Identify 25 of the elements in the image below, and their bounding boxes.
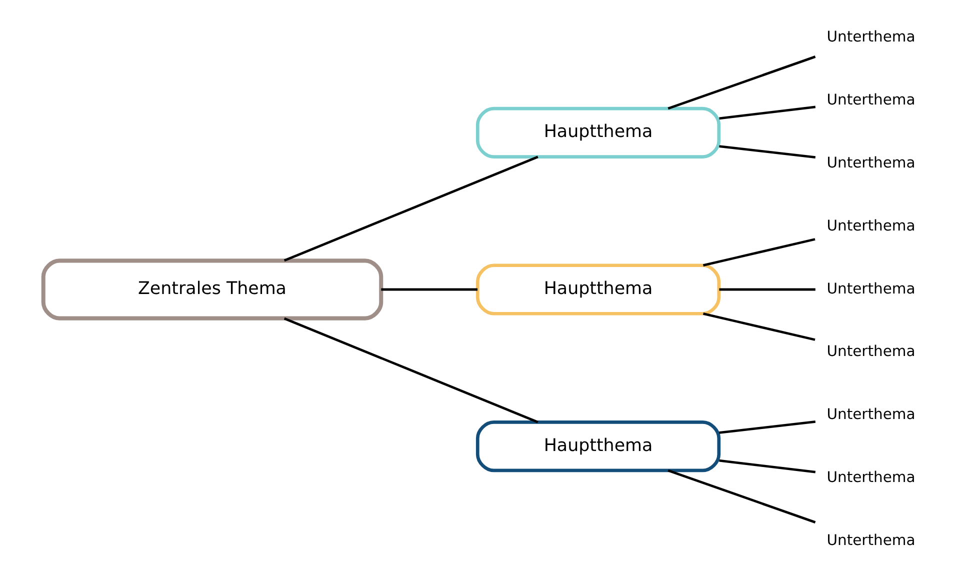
- node-text: Unterthema: [826, 532, 915, 550]
- connector: [667, 469, 816, 524]
- node-text: Unterthema: [826, 28, 915, 46]
- connector: [718, 145, 816, 159]
- connector: [283, 156, 538, 262]
- connector: [702, 312, 815, 341]
- connector: [718, 106, 816, 120]
- node-text: Unterthema: [826, 280, 915, 298]
- connector: [667, 56, 816, 110]
- node-box: Hauptthema: [475, 106, 720, 158]
- node-text: Unterthema: [826, 406, 915, 424]
- connector: [702, 238, 815, 266]
- connector: [718, 288, 815, 291]
- node-text: Unterthema: [826, 217, 915, 234]
- connector: [380, 288, 477, 291]
- node-text: Unterthema: [826, 154, 915, 172]
- node-box: Hauptthema: [475, 264, 720, 316]
- node-text: Unterthema: [826, 91, 915, 108]
- connector: [718, 459, 816, 474]
- node-box: Hauptthema: [475, 420, 720, 472]
- connector: [283, 317, 538, 424]
- node-text: Unterthema: [826, 469, 915, 486]
- node-text: Unterthema: [826, 343, 915, 360]
- node-box: Zentrales Thema: [40, 258, 383, 320]
- connector: [718, 420, 816, 434]
